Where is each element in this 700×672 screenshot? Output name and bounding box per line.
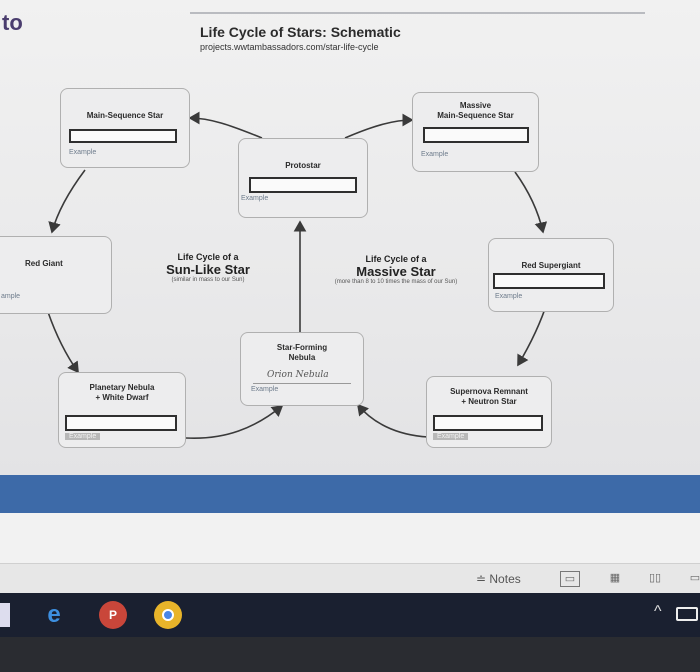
slideshow-icon[interactable]: ▭ <box>689 572 700 584</box>
red-supergiant-answer-field[interactable] <box>493 273 605 289</box>
slide-url: projects.wwtambassadors.com/star-life-cy… <box>200 42 379 52</box>
box-title-line2: + White Dwarf <box>95 393 149 402</box>
box-title: Red Giant <box>25 259 63 268</box>
powerpoint-icon[interactable]: P <box>99 601 127 629</box>
notes-label: Notes <box>489 572 521 586</box>
start-icon[interactable] <box>0 603 10 627</box>
box-planetary-nebula: Planetary Nebula + White Dwarf Example <box>58 372 186 448</box>
label-line2: Massive Star <box>356 264 436 279</box>
example-label: Example <box>251 386 279 393</box>
box-star-forming-nebula: Star-Forming Nebula Orion Nebula Example <box>240 332 364 406</box>
slide-footer-band <box>0 475 700 513</box>
status-bar: ≐ Notes ▭ ▦ ▯▯ ▭ <box>0 563 700 594</box>
box-title-line2: Nebula <box>288 353 316 362</box>
planetary-answer-field[interactable] <box>65 415 177 431</box>
box-title: Red Supergiant <box>521 261 581 270</box>
label-line3: (similar in mass to our Sun) <box>171 277 245 283</box>
notes-area[interactable] <box>0 513 700 563</box>
taskbar: e P ^ <box>0 593 700 637</box>
label-massive-star: Life Cycle of a Massive Star (more than … <box>304 254 488 285</box>
label-sun-like-star: Life Cycle of a Sun-Like Star (similar i… <box>138 252 278 283</box>
answer-underline <box>253 383 351 384</box>
notes-button[interactable]: ≐ Notes <box>476 572 521 586</box>
normal-view-icon[interactable]: ▭ <box>560 571 580 587</box>
monitor-bezel <box>0 637 700 672</box>
example-label: Example <box>241 195 269 202</box>
label-line2: Sun-Like Star <box>166 262 250 277</box>
example-label: Example <box>495 293 523 300</box>
notes-icon: ≐ <box>476 572 490 586</box>
arrow-protostar-to-main-sequence <box>188 111 263 139</box>
box-massive-main-sequence-star: Massive Main-Sequence Star Example <box>412 92 539 172</box>
box-red-giant: Red Giant ample <box>0 236 112 314</box>
slide-top-rule <box>190 12 645 14</box>
slide-title: Life Cycle of Stars: Schematic <box>200 24 401 40</box>
box-title-line1: Massive <box>459 101 492 110</box>
slide-sorter-icon[interactable]: ▦ <box>609 572 621 584</box>
box-title-line1: Star-Forming <box>276 343 328 352</box>
box-title-line2: + Neutron Star <box>461 397 517 406</box>
box-title: Main-Sequence Star <box>86 111 164 120</box>
example-label: Example <box>433 433 469 440</box>
battery-icon[interactable] <box>676 607 698 621</box>
arrow-massive-to-red-supergiant <box>514 171 548 234</box>
box-main-sequence-star: Main-Sequence Star Example <box>60 88 190 168</box>
example-label: Example <box>69 149 97 156</box>
arrow-planetary-to-nebula <box>185 404 284 440</box>
arrow-supernova-to-nebula <box>356 403 429 438</box>
box-supernova-remnant: Supernova Remnant + Neutron Star Example <box>426 376 552 448</box>
box-title-line1: Planetary Nebula <box>89 383 155 392</box>
corner-text: to <box>2 10 23 35</box>
slide: to Life Cycle of Stars: Schematic projec… <box>0 0 700 475</box>
chrome-icon[interactable] <box>154 601 182 629</box>
box-title: Protostar <box>285 161 321 170</box>
show-hidden-icons-icon[interactable]: ^ <box>654 603 662 620</box>
example-label: Example <box>65 433 101 440</box>
label-line1: Life Cycle of a <box>177 252 239 262</box>
box-protostar: Protostar Example <box>238 138 368 218</box>
handwritten-answer: Orion Nebula <box>267 370 329 380</box>
label-line1: Life Cycle of a <box>365 254 427 264</box>
box-red-supergiant: Red Supergiant Example <box>488 238 614 312</box>
arrow-main-sequence-to-red-giant <box>48 169 86 234</box>
reading-view-icon[interactable]: ▯▯ <box>648 572 662 584</box>
cycle-arrows <box>47 111 549 440</box>
label-line3: (more than 8 to 10 times the mass of our… <box>334 279 458 285</box>
massive-answer-field[interactable] <box>423 127 529 143</box>
example-label: Example <box>421 151 449 158</box>
main-sequence-answer-field[interactable] <box>69 129 177 143</box>
example-label: ample <box>1 293 21 300</box>
protostar-answer-field[interactable] <box>249 177 357 193</box>
box-title-line2: Main-Sequence Star <box>437 111 514 120</box>
arrow-protostar-to-massive <box>344 113 414 139</box>
arrow-red-giant-to-planetary <box>47 311 79 374</box>
box-title-line1: Supernova Remnant <box>450 387 528 396</box>
edge-browser-icon[interactable]: e <box>47 601 61 628</box>
supernova-answer-field[interactable] <box>433 415 543 431</box>
